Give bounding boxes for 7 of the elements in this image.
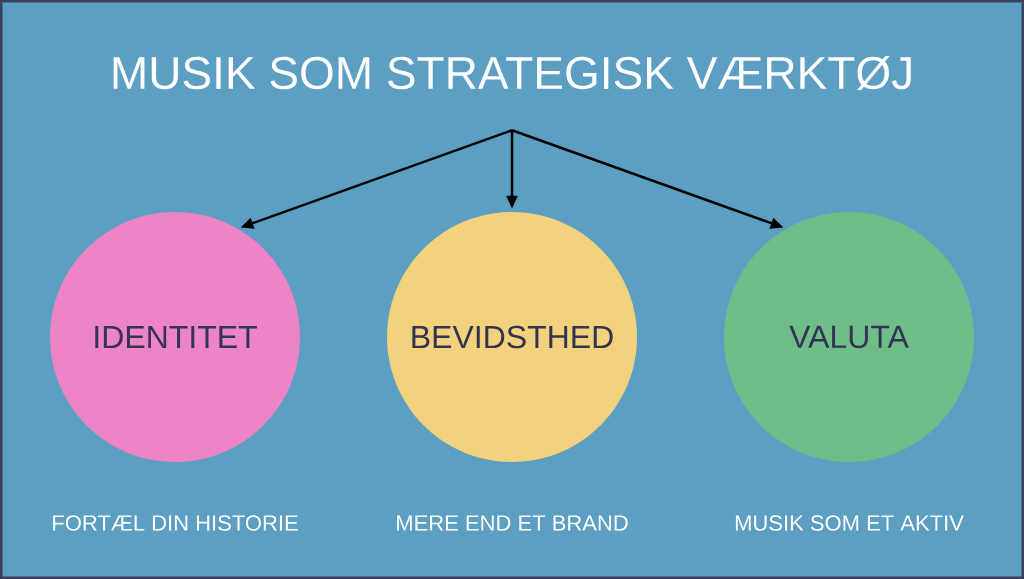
caption-text: MUSIK SOM ET AKTIV (735, 515, 964, 531)
circle-node: VALUTA (724, 212, 974, 462)
title-text: MUSIK SOM STRATEGISK VÆRKTØJ (113, 55, 911, 91)
circle-node: IDENTITET (50, 212, 300, 462)
caption-text: MERE END ET BRAND (397, 515, 628, 531)
circle-node: BEVIDSTHED (387, 212, 637, 462)
caption-text: FORTÆL DIN HISTORIE (53, 515, 298, 531)
